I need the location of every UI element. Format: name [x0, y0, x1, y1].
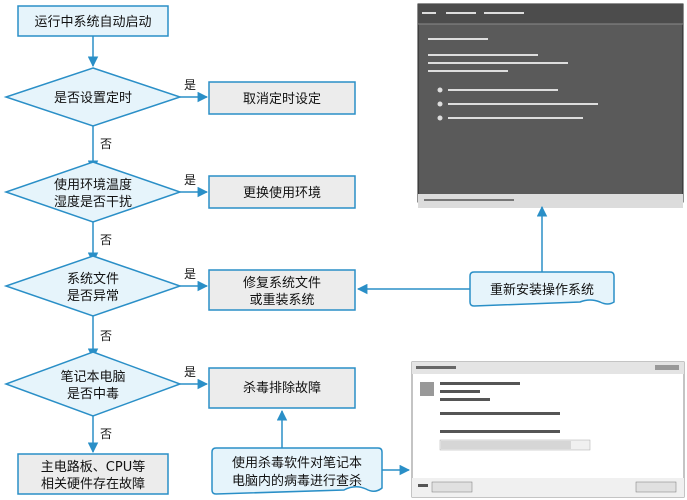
decision-timer-label: 是否设置定时: [54, 91, 132, 106]
no-label-3: 否: [100, 329, 112, 343]
end-line1: 主电路板、CPU等: [41, 459, 145, 475]
end-line2: 相关硬件存在故障: [41, 477, 145, 492]
no-label-4: 否: [100, 427, 112, 441]
decision-environment-line2: 湿度是否干扰: [54, 194, 132, 210]
end-box: [17, 453, 169, 495]
decision-environment-line1: 使用环境温度: [54, 177, 132, 193]
action-repair-system-line1: 修复系统文件: [243, 276, 321, 291]
action-cancel-timer-label: 取消定时设定: [243, 92, 321, 107]
os-install-screenshot: [417, 3, 684, 208]
yes-label-1: 是: [184, 78, 196, 92]
yes-label-2: 是: [184, 173, 196, 187]
action-repair-system: [208, 269, 356, 311]
action-cancel-timer: [208, 81, 356, 115]
action-change-env: [208, 175, 356, 209]
reinstall-callout-label: 重新安装操作系统: [490, 282, 594, 298]
decision-system-files-line2: 是否异常: [67, 289, 119, 304]
action-repair-system-line2: 或重装系统: [249, 292, 314, 308]
antivirus-callout: [211, 447, 383, 495]
no-label-1: 否: [100, 137, 112, 151]
start-box: [17, 5, 169, 37]
no-label-2: 否: [100, 233, 112, 247]
antivirus-callout-line2: 电脑内的病毒进行查杀: [232, 473, 362, 489]
antivirus-callout-line1: 使用杀毒软件对笔记本: [232, 455, 362, 471]
action-antivirus-label: 杀毒排除故障: [243, 381, 321, 396]
decision-virus-line2: 是否中毒: [67, 387, 119, 402]
action-change-env-label: 更换使用环境: [243, 185, 321, 201]
action-antivirus: [208, 367, 356, 409]
antivirus-screenshot: [411, 361, 685, 498]
decision-system-files-line1: 系统文件: [67, 272, 119, 287]
reinstall-callout: [469, 271, 615, 307]
yes-label-3: 是: [184, 267, 196, 281]
yes-label-4: 是: [184, 365, 196, 379]
start-label: 运行中系统自动启动: [34, 15, 151, 30]
decision-virus-line1: 笔记本电脑: [60, 369, 125, 385]
